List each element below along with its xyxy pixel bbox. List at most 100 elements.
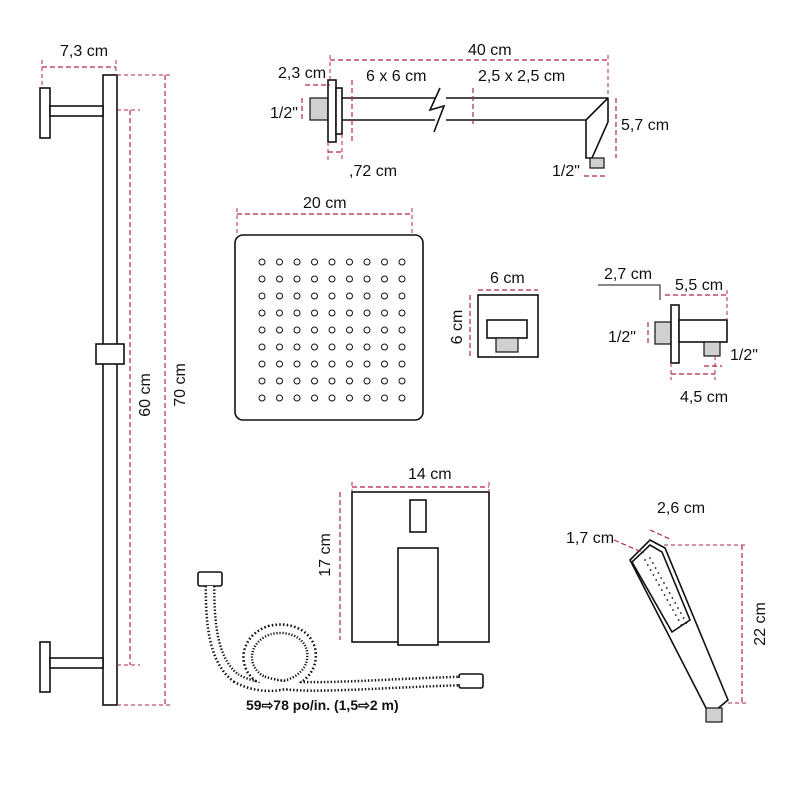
hose-caption: 59⇨78 po/in. (1,5⇨2 m) [246, 697, 399, 713]
shower-hose: 59⇨78 po/in. (1,5⇨2 m) [197, 571, 484, 713]
top-wall-flange [39, 87, 51, 139]
outlet-side-outlet-label: 1/2" [730, 347, 758, 364]
nozzle [363, 394, 371, 402]
arm-wall-thickness-label: 2,3 cm [278, 65, 326, 82]
offset-leader [598, 284, 661, 300]
hand-nozzle [651, 562, 654, 564]
nozzle [276, 343, 283, 351]
hand-nozzle [669, 604, 672, 606]
outlet-front-width-label: 6 cm [490, 270, 525, 287]
outlet-side-offset-label: 2,7 cm [604, 266, 652, 283]
nozzle [328, 326, 336, 334]
break-symbol [428, 87, 446, 133]
arm-tube-section-label: 2,5 x 2,5 cm [478, 68, 565, 85]
arm-wall-flange [327, 79, 337, 143]
nozzle [398, 360, 406, 368]
nozzle [258, 309, 266, 317]
slide-length-label: 60 cm [137, 373, 154, 417]
nozzle [293, 343, 301, 351]
hand-nozzle [649, 557, 651, 559]
nozzle [398, 377, 406, 385]
hose-nut-top [197, 571, 223, 587]
nozzle [258, 360, 266, 368]
hand-nozzle [655, 579, 658, 581]
outlet-side-base-label: 4,5 cm [680, 389, 728, 406]
hand-nozzle [666, 599, 669, 601]
hand-nozzle [646, 564, 649, 566]
nozzle [311, 275, 318, 283]
nozzle [363, 326, 371, 334]
top-bracket-arm [49, 105, 104, 117]
nozzle [276, 377, 283, 385]
nozzle [258, 377, 266, 385]
nozzle [276, 309, 283, 317]
nozzle [328, 275, 336, 283]
nozzle [328, 292, 336, 300]
nozzle [381, 292, 388, 300]
hand-nozzle [672, 609, 674, 611]
nozzle [398, 394, 406, 402]
nozzle [346, 360, 353, 368]
nozzle [293, 326, 301, 334]
nozzle [328, 343, 336, 351]
arm-inlet-thread-label: 1/2" [270, 105, 298, 122]
outlet-front-body [486, 319, 528, 339]
hose-nut-bottom [458, 673, 484, 689]
outlet-side-depth-label: 5,5 cm [675, 277, 723, 294]
slide-bar-rod [102, 74, 118, 706]
nozzle [398, 309, 406, 317]
nozzle [293, 275, 301, 283]
nozzle [293, 292, 301, 300]
shower-head-width-label: 20 cm [303, 195, 347, 212]
hand-nozzle [644, 559, 646, 561]
nozzle [258, 275, 266, 283]
nozzle [381, 343, 388, 351]
arm-drop-label: 5,7 cm [621, 117, 669, 134]
nozzle [381, 258, 388, 266]
nozzle [276, 326, 283, 334]
nozzle [293, 377, 301, 385]
nozzle [398, 275, 406, 283]
nozzle [328, 360, 336, 368]
nozzle [346, 292, 353, 300]
nozzle [276, 292, 283, 300]
hand-nozzle [668, 592, 671, 594]
valve-height-label: 17 cm [317, 533, 334, 577]
nozzle [381, 309, 388, 317]
arm-inlet-thread [309, 97, 329, 121]
outlet-side-inlet-thread [654, 321, 672, 345]
nozzle [293, 394, 301, 402]
nozzle [293, 309, 301, 317]
outlet-side-inlet-label: 1/2" [608, 329, 636, 346]
hand-nozzle [657, 572, 660, 574]
hand-nozzle [663, 582, 665, 584]
outlet-front-height-label: 6 cm [449, 310, 466, 345]
hand-nozzle [663, 594, 666, 596]
nozzle [311, 377, 318, 385]
nozzle [398, 258, 406, 266]
nozzle [276, 275, 283, 283]
hand-shower: 1,7 cm 2,6 cm 22 cm [566, 500, 769, 723]
hand-shower-length-label: 22 cm [752, 602, 769, 646]
nozzle [363, 309, 371, 317]
hand-shower-depth-label: 2,6 cm [657, 500, 705, 517]
nozzle [346, 343, 353, 351]
outlet-side-body [678, 319, 728, 343]
hand-shower-thread [705, 707, 723, 723]
valve-trim: 14 cm 17 cm [317, 466, 490, 646]
outlet-side-outlet-thread [703, 341, 721, 357]
nozzle [328, 258, 336, 266]
nozzle [258, 292, 266, 300]
nozzle [346, 326, 353, 334]
arm-outlet-thread [589, 157, 605, 169]
slider-holder [95, 343, 125, 365]
hand-nozzle [682, 617, 685, 619]
valve-width-label: 14 cm [408, 466, 452, 483]
nozzle [328, 309, 336, 317]
hand-nozzle [674, 602, 677, 604]
slide-bar-width-label: 7,3 cm [60, 43, 108, 60]
hand-nozzle [680, 624, 683, 626]
nozzle [258, 326, 266, 334]
hand-nozzle [665, 587, 668, 589]
